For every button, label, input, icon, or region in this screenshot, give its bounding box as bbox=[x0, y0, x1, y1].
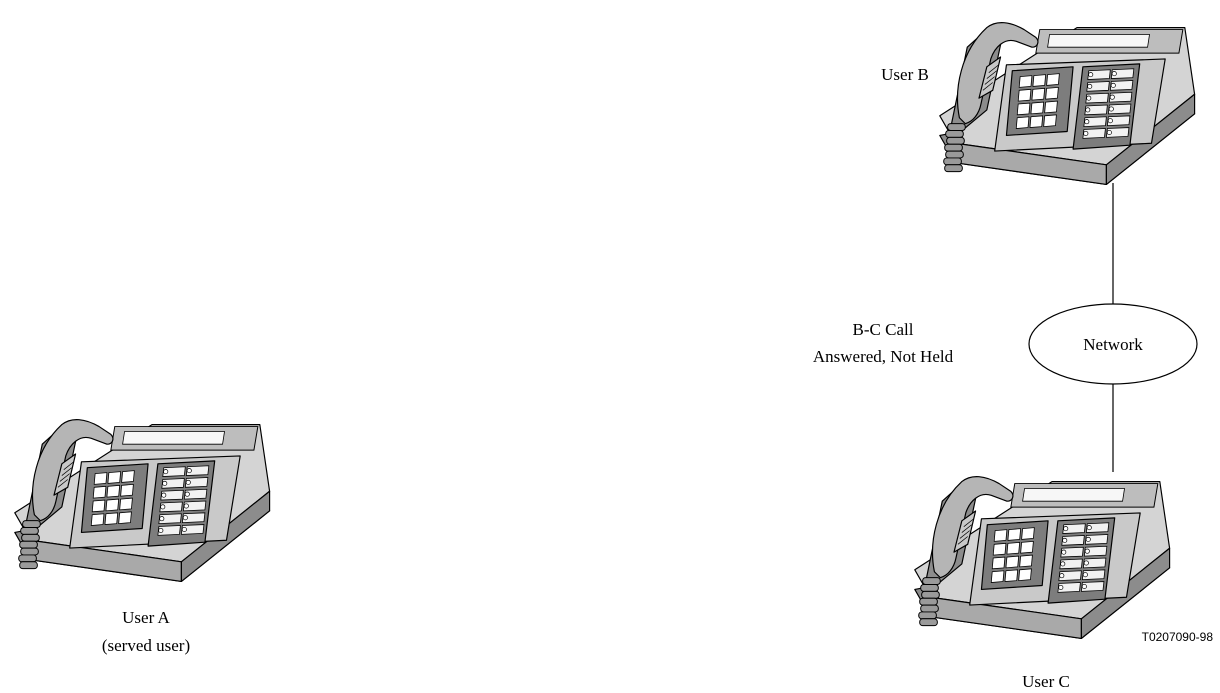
user-a-name: User A bbox=[122, 608, 170, 627]
user-c-name: User C bbox=[1022, 672, 1070, 691]
telephone-user-c-icon bbox=[915, 477, 1170, 639]
user-b-name: User B bbox=[881, 65, 929, 84]
network-label: Network bbox=[1083, 335, 1143, 354]
figure-code: T0207090-98 bbox=[1142, 630, 1214, 644]
call-label-line1: B-C Call bbox=[853, 320, 914, 339]
telephone-user-a-icon bbox=[15, 420, 270, 582]
telephone-user-b-icon bbox=[940, 23, 1195, 185]
call-label-line2: Answered, Not Held bbox=[813, 347, 954, 366]
user-a-note: (served user) bbox=[102, 636, 190, 655]
